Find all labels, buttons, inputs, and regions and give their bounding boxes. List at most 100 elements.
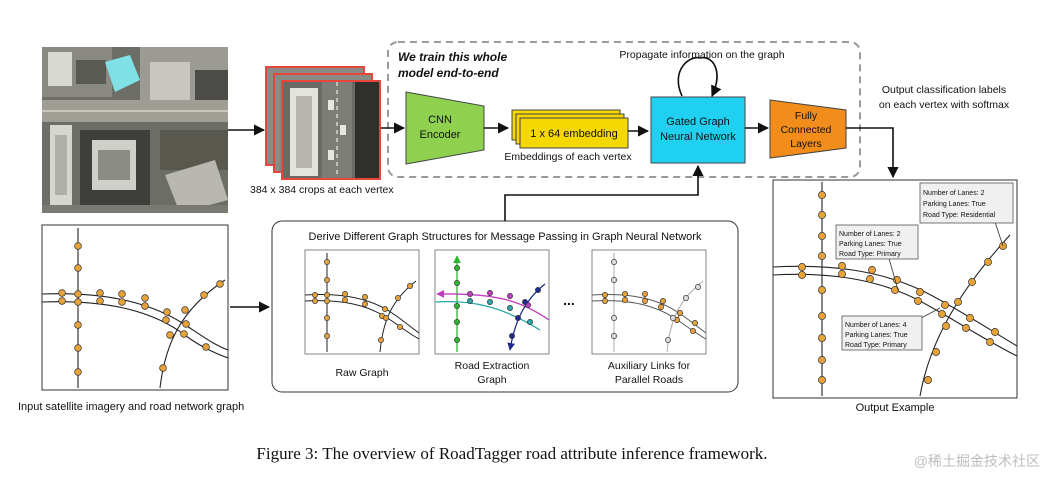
- graph-vertex: [515, 315, 521, 321]
- graph-vertex: [163, 308, 171, 316]
- embeddings-caption: Embeddings of each vertex: [504, 151, 632, 163]
- graph-vertex: [690, 328, 696, 334]
- callout-2-lanes: Number of Lanes: 2: [839, 231, 901, 238]
- aux-label-line1: Auxiliary Links for: [608, 360, 691, 372]
- graph-vertex: [182, 320, 190, 328]
- callout-3-type: Road Type: Primary: [845, 342, 907, 349]
- callout-2-parking: Parking Lanes: True: [839, 241, 902, 248]
- raw-graph-panel: [304, 249, 420, 355]
- graph-vertex: [454, 303, 460, 309]
- graph-vertex: [58, 297, 66, 305]
- cnn-label-line1: CNN: [428, 114, 452, 126]
- cnn-label-line2: Encoder: [420, 129, 461, 141]
- graph-vertex: [677, 310, 683, 316]
- graph-vertex: [991, 328, 999, 336]
- graph-vertex: [866, 275, 874, 283]
- graph-vertex: [535, 287, 541, 293]
- raw-graph-nodes: [312, 259, 413, 343]
- graph-vertex: [181, 306, 189, 314]
- graph-vertex: [527, 319, 533, 325]
- graph-vertex: [487, 290, 493, 296]
- road-extraction-graph-nodes: [454, 265, 541, 343]
- satellite-image: [42, 47, 228, 213]
- auxiliary-links-graph-nodes: [602, 259, 701, 343]
- graph-vertex: [522, 299, 528, 305]
- watermark: @稀土掘金技术社区: [914, 453, 1040, 469]
- fc-label-line3: Layers: [790, 138, 822, 150]
- graph-vertex: [798, 263, 806, 271]
- train-note-line1: We train this whole: [398, 50, 507, 64]
- graph-vertex: [942, 322, 950, 330]
- auxiliary-links-graph-panel: [591, 249, 707, 355]
- graph-vertex: [611, 315, 617, 321]
- graph-vertex: [914, 297, 922, 305]
- graph-vertex: [382, 306, 388, 312]
- fully-connected-block: [769, 99, 847, 159]
- graph-vertex: [74, 242, 82, 250]
- graph-vertex: [798, 271, 806, 279]
- embedding-stack: [511, 109, 629, 149]
- callout-1-parking: Parking Lanes: True: [923, 201, 986, 208]
- graph-vertex: [818, 286, 826, 294]
- graph-vertex: [118, 298, 126, 306]
- graph-vertex: [611, 259, 617, 265]
- graph-vertex: [818, 312, 826, 320]
- fc-label-line2: Connected: [781, 124, 832, 136]
- graph-vertex: [683, 295, 689, 301]
- graph-vertex: [159, 364, 167, 372]
- graph-vertex: [141, 302, 149, 310]
- graph-vertex: [141, 294, 149, 302]
- vertex-crops-stack: [265, 66, 381, 180]
- graph-vertex: [74, 264, 82, 272]
- graph-vertex: [665, 337, 671, 343]
- graph-vertex: [200, 291, 208, 299]
- graph-vertex: [818, 191, 826, 199]
- cnn-encoder-block: [405, 91, 485, 165]
- callout-1-lanes: Number of Lanes: 2: [923, 190, 985, 197]
- graph-vertex: [378, 337, 384, 343]
- graph-vertex: [818, 252, 826, 260]
- graph-vertex: [602, 292, 608, 298]
- graph-vertex: [454, 337, 460, 343]
- graph-vertex: [818, 232, 826, 240]
- graph-vertex: [58, 289, 66, 297]
- graph-vertex: [938, 310, 946, 318]
- graph-vertex: [454, 319, 460, 325]
- callout-leader-2: [887, 254, 899, 291]
- attribute-callout-1: Number of Lanes: 2 Parking Lanes: True R…: [919, 182, 1014, 224]
- graph-vertex: [362, 294, 368, 300]
- graph-vertex: [818, 334, 826, 342]
- more-structures-ellipsis: ...: [563, 292, 575, 308]
- callout-leader-1: [994, 221, 1004, 247]
- extraction-label-line1: Road Extraction: [455, 360, 530, 372]
- input-road-graph-nodes: [58, 242, 224, 376]
- graph-vertex: [966, 314, 974, 322]
- graph-vertex: [342, 297, 348, 303]
- graph-vertex: [96, 297, 104, 305]
- extraction-label-line2: Graph: [477, 374, 506, 386]
- graph-vertex: [891, 286, 899, 294]
- figure-caption: Figure 3: The overview of RoadTagger roa…: [256, 444, 767, 463]
- input-road-graph-panel: [41, 224, 229, 391]
- graph-vertex: [622, 297, 628, 303]
- attribute-callout-2: Number of Lanes: 2 Parking Lanes: True R…: [835, 224, 919, 260]
- train-note-line2: model end-to-end: [398, 66, 499, 80]
- graph-vertex: [507, 305, 513, 311]
- graph-vertex: [467, 291, 473, 297]
- graph-vertex: [838, 262, 846, 270]
- graph-vertex: [932, 348, 940, 356]
- arrow-graph-structures-to-ggnn: [504, 164, 704, 221]
- graph-structures-title: Derive Different Graph Structures for Me…: [309, 231, 702, 243]
- graph-vertex: [818, 356, 826, 364]
- graph-vertex: [692, 320, 698, 326]
- graph-vertex: [941, 301, 949, 309]
- graph-vertex: [611, 333, 617, 339]
- propagation-loop-arrow: [677, 56, 722, 98]
- input-caption: Input satellite imagery and road network…: [18, 401, 244, 413]
- callout-1-type: Road Type: Residential: [923, 212, 996, 219]
- graph-vertex: [695, 284, 701, 290]
- graph-vertex: [968, 278, 976, 286]
- ggnn-label-line2: Neural Network: [660, 131, 736, 143]
- callout-3-parking: Parking Lanes: True: [845, 332, 908, 339]
- graph-vertex: [74, 321, 82, 329]
